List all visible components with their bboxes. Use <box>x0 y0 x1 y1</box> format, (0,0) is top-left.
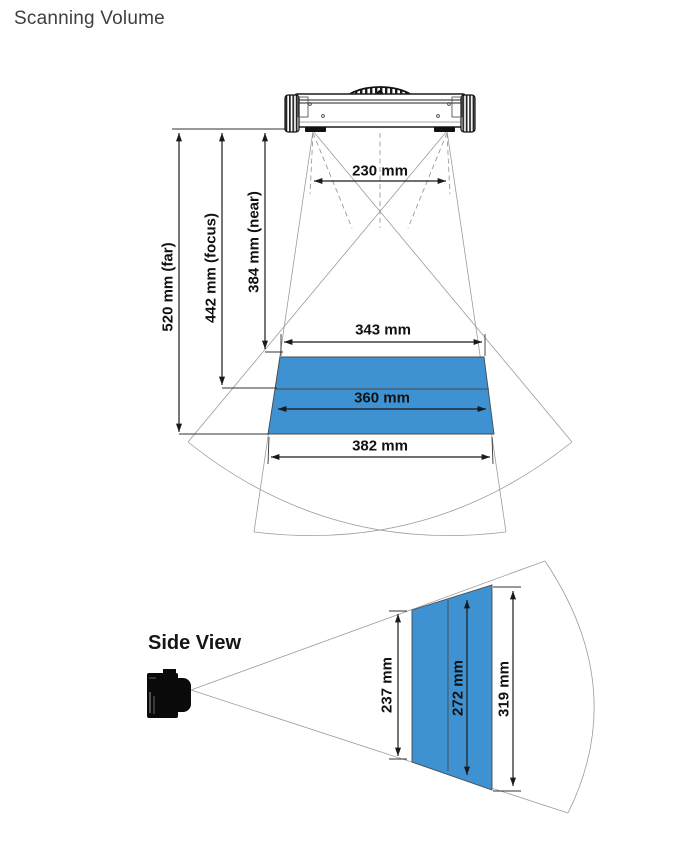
extension-dashed <box>309 132 314 195</box>
scanner-screw <box>321 114 325 118</box>
beam-line <box>446 130 507 533</box>
label-343: 343 mm <box>355 322 411 339</box>
scan-arc <box>544 560 595 814</box>
extension-tick <box>267 436 270 465</box>
beam-line <box>190 689 569 814</box>
beam-line <box>190 560 546 691</box>
scanner-screw <box>308 102 312 106</box>
label-237: 237 mm <box>379 657 396 713</box>
label-360: 360 mm <box>354 390 410 407</box>
scanner-foot <box>434 127 455 132</box>
label-442-focus: 442 mm (focus) <box>203 213 220 323</box>
scanner-endcap-left <box>284 94 300 133</box>
scanner-port-right <box>451 96 463 118</box>
scanner-port-left <box>297 96 309 118</box>
label-319: 319 mm <box>496 661 513 717</box>
extension-tick <box>491 436 494 465</box>
scanner-side-view <box>147 669 191 718</box>
label-230: 230 mm <box>352 163 408 180</box>
label-520-far: 520 mm (far) <box>160 242 177 331</box>
scanner-side-body <box>147 673 178 718</box>
scanner-top-view <box>284 86 476 133</box>
scan-arc <box>253 441 573 537</box>
scan-area-top <box>267 356 495 435</box>
scanner-foot <box>305 127 326 132</box>
label-384-near: 384 mm (near) <box>246 191 263 293</box>
scan-area-side <box>411 584 493 791</box>
top-view: 230 mm 343 mm 360 mm 382 mm 520 mm (far)… <box>160 86 573 537</box>
side-view: Side View 237 mm 272 mm 319 mm <box>147 560 595 814</box>
scanner-side-lens <box>171 678 191 712</box>
side-view-title: Side View <box>148 632 241 654</box>
extension-dashed <box>446 132 451 195</box>
label-382: 382 mm <box>352 438 408 455</box>
scanner-screw <box>436 114 440 118</box>
scan-arc <box>187 441 507 537</box>
beam-line <box>253 130 314 533</box>
scanner-endcap-right <box>460 94 476 133</box>
page-title: Scanning Volume <box>14 8 165 29</box>
scanner-screw <box>447 102 451 106</box>
label-272: 272 mm <box>450 660 467 716</box>
